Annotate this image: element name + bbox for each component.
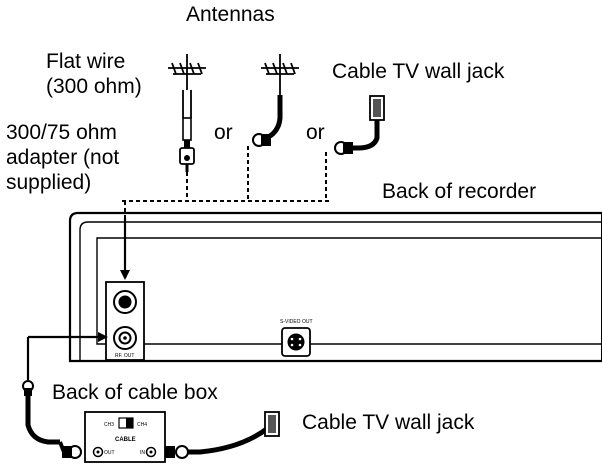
- coax-cable-wall: [352, 120, 380, 151]
- rf-out-label: RF. OUT: [115, 353, 134, 359]
- recorder-back-panel: [68, 211, 602, 363]
- wall-jack-bottom-cable: [188, 426, 270, 455]
- dashed-leads: [122, 146, 330, 218]
- cable-tv-wall-jack-bottom-label: Cable TV wall jack: [302, 411, 475, 434]
- cable-box-out-plug-icon: [62, 445, 82, 459]
- coax-cable: [268, 95, 283, 139]
- ch3-label: CH3: [104, 422, 114, 428]
- or-label-2: or: [306, 121, 325, 144]
- cable-box-panel: [84, 411, 166, 463]
- cable-box-out-cable: [25, 396, 60, 445]
- cable-box-plug-icon: [22, 380, 34, 396]
- antenna-flat-wire-icon: [168, 54, 206, 118]
- cable-box-out-label: OUT: [104, 450, 115, 456]
- back-of-recorder-label: Back of recorder: [382, 180, 537, 203]
- s-video-out-label: S-VIDEO OUT: [280, 319, 313, 325]
- wall-jack-top-icon: [369, 95, 385, 121]
- adapter-300-75-icon: [179, 117, 195, 172]
- coax-plug-wall-icon: [334, 141, 353, 155]
- antenna-coax-icon: [261, 54, 299, 95]
- rf-connector-plate: [105, 281, 145, 361]
- cable-box-in-plug-icon: [165, 445, 189, 459]
- flat-wire-label: Flat wire (300 ohm): [46, 50, 142, 98]
- wall-jack-bottom-icon: [264, 411, 280, 437]
- back-of-cable-box-label: Back of cable box: [52, 381, 218, 404]
- adapter-label: 300/75 ohm adapter (not supplied): [6, 121, 120, 194]
- ch4-label: CH4: [137, 422, 147, 428]
- s-video-out-jack: [281, 327, 311, 357]
- antennas-label: Antennas: [186, 3, 275, 26]
- cable-box-cable-label: CABLE: [115, 437, 136, 443]
- cable-box-in-label: IN: [140, 450, 145, 456]
- cable-tv-wall-jack-top-label: Cable TV wall jack: [332, 60, 505, 83]
- coax-plug-icon: [252, 133, 271, 147]
- or-label-1: or: [214, 121, 233, 144]
